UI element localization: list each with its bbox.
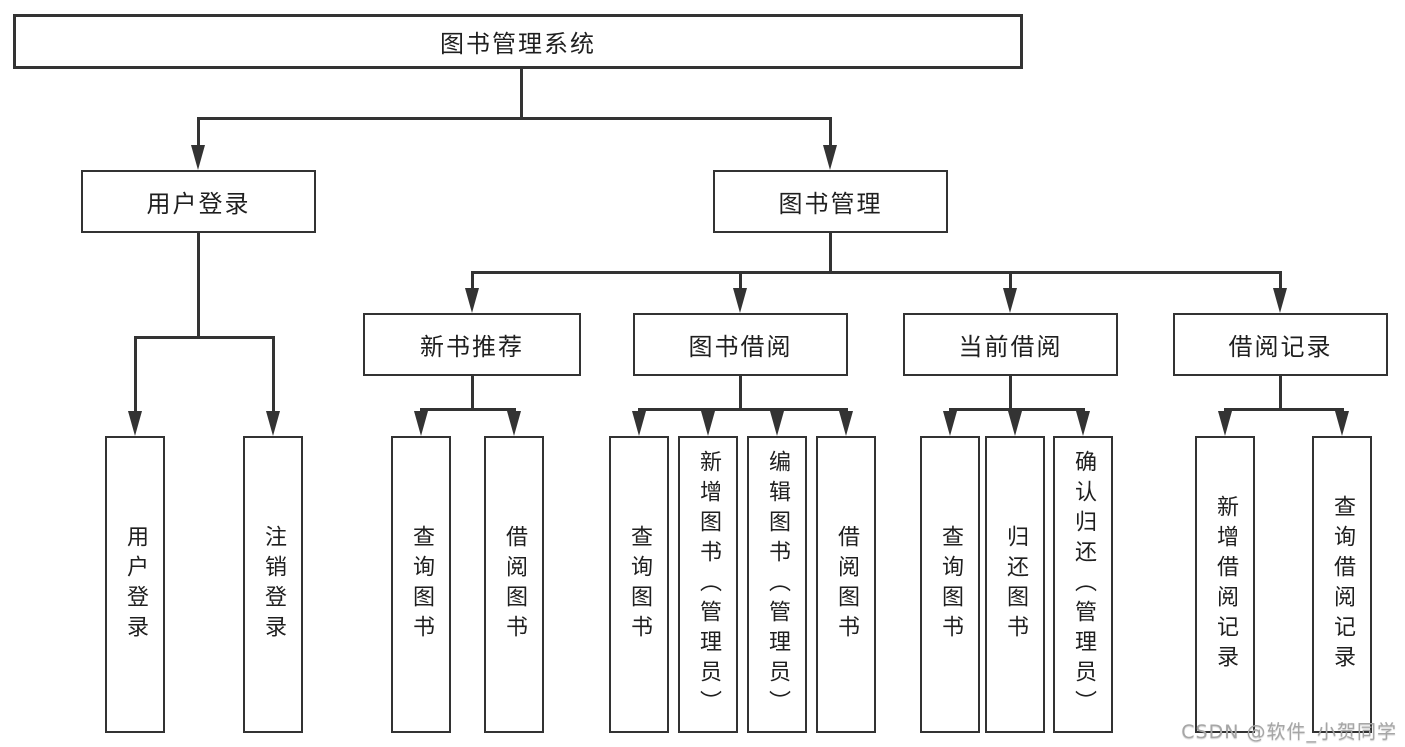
connector-line — [470, 271, 1282, 274]
connector-line — [948, 408, 1085, 411]
arrowhead-down-icon — [1273, 288, 1287, 313]
leaf-logout: 注销登录 — [243, 436, 303, 733]
node-label: 查询图书 — [938, 524, 963, 645]
node-new-book-recommendation: 新书推荐 — [363, 313, 581, 376]
connector-line — [828, 233, 832, 274]
connector-line — [196, 233, 200, 339]
node-label: 编辑图书（管理员） — [765, 449, 790, 720]
node-book-borrowing: 图书借阅 — [633, 313, 848, 376]
connector-line — [470, 376, 474, 411]
arrowhead-down-icon — [632, 411, 646, 436]
arrowhead-down-icon — [465, 288, 479, 313]
arrowhead-down-icon — [1218, 411, 1232, 436]
node-label: 借阅图书 — [834, 524, 859, 645]
node-library-management-system: 图书管理系统 — [13, 14, 1023, 69]
node-label: 查询图书 — [627, 524, 652, 645]
arrowhead-down-icon — [266, 411, 280, 436]
node-label: 新增图书（管理员） — [696, 449, 721, 720]
leaf-edit-book-admin: 编辑图书（管理员） — [747, 436, 807, 733]
connector-line — [133, 336, 137, 414]
node-borrowing-records: 借阅记录 — [1173, 313, 1388, 376]
node-label: 查询借阅记录 — [1330, 494, 1355, 675]
leaf-return-books: 归还图书 — [985, 436, 1045, 733]
connector-line — [828, 117, 832, 148]
node-label: 归还图书 — [1003, 524, 1028, 645]
node-label: 借阅记录 — [1228, 333, 1333, 361]
node-label: 用户登录 — [123, 524, 148, 645]
leaf-query-books-borrowing: 查询图书 — [609, 436, 669, 733]
leaf-query-books-recommendation: 查询图书 — [391, 436, 451, 733]
leaf-borrow-books-recommendation: 借阅图书 — [484, 436, 544, 733]
arrowhead-down-icon — [1008, 411, 1022, 436]
connector-line — [1223, 408, 1344, 411]
connector-line — [470, 271, 474, 291]
arrowhead-down-icon — [1003, 288, 1017, 313]
node-label: 查询图书 — [409, 524, 434, 645]
arrowhead-down-icon — [943, 411, 957, 436]
connector-line — [1278, 271, 1282, 291]
node-label: 新增借阅记录 — [1213, 494, 1238, 675]
arrowhead-down-icon — [839, 411, 853, 436]
node-label: 图书管理 — [778, 190, 883, 218]
connector-line — [419, 408, 516, 411]
node-label: 借阅图书 — [502, 524, 527, 645]
arrowhead-down-icon — [701, 411, 715, 436]
leaf-query-borrow-record: 查询借阅记录 — [1312, 436, 1372, 733]
connector-line — [738, 271, 742, 291]
node-label: 确认归还（管理员） — [1071, 449, 1096, 720]
arrowhead-down-icon — [128, 411, 142, 436]
arrowhead-down-icon — [733, 288, 747, 313]
node-label: 注销登录 — [261, 524, 286, 645]
node-label: 当前借阅 — [958, 333, 1063, 361]
arrowhead-down-icon — [1335, 411, 1349, 436]
connector-line — [196, 117, 200, 148]
connector-line — [271, 336, 275, 414]
leaf-confirm-return-admin: 确认归还（管理员） — [1053, 436, 1113, 733]
leaf-user-login: 用户登录 — [105, 436, 165, 733]
leaf-query-books-current: 查询图书 — [920, 436, 980, 733]
node-book-management: 图书管理 — [713, 170, 948, 233]
node-current-borrowing: 当前借阅 — [903, 313, 1118, 376]
connector-line — [1008, 376, 1012, 411]
arrowhead-down-icon — [191, 145, 205, 170]
node-user-login: 用户登录 — [81, 170, 316, 233]
node-label: 图书管理系统 — [440, 30, 596, 58]
arrowhead-down-icon — [414, 411, 428, 436]
connector-line — [1278, 376, 1282, 411]
arrowhead-down-icon — [1076, 411, 1090, 436]
watermark: CSDN @软件_小贺同学 — [1181, 721, 1397, 743]
node-label: 新书推荐 — [420, 333, 524, 361]
connector-line — [133, 336, 275, 339]
arrowhead-down-icon — [507, 411, 521, 436]
node-label: 用户登录 — [146, 190, 251, 218]
connector-line — [519, 69, 523, 120]
connector-line — [196, 117, 832, 120]
connector-line — [1008, 271, 1012, 291]
leaf-add-book-admin: 新增图书（管理员） — [678, 436, 738, 733]
arrowhead-down-icon — [823, 145, 837, 170]
connector-line — [738, 376, 742, 411]
leaf-borrow-books-borrowing: 借阅图书 — [816, 436, 876, 733]
connector-line — [637, 408, 848, 411]
leaf-add-borrow-record: 新增借阅记录 — [1195, 436, 1255, 733]
arrowhead-down-icon — [770, 411, 784, 436]
node-label: 图书借阅 — [688, 333, 793, 361]
